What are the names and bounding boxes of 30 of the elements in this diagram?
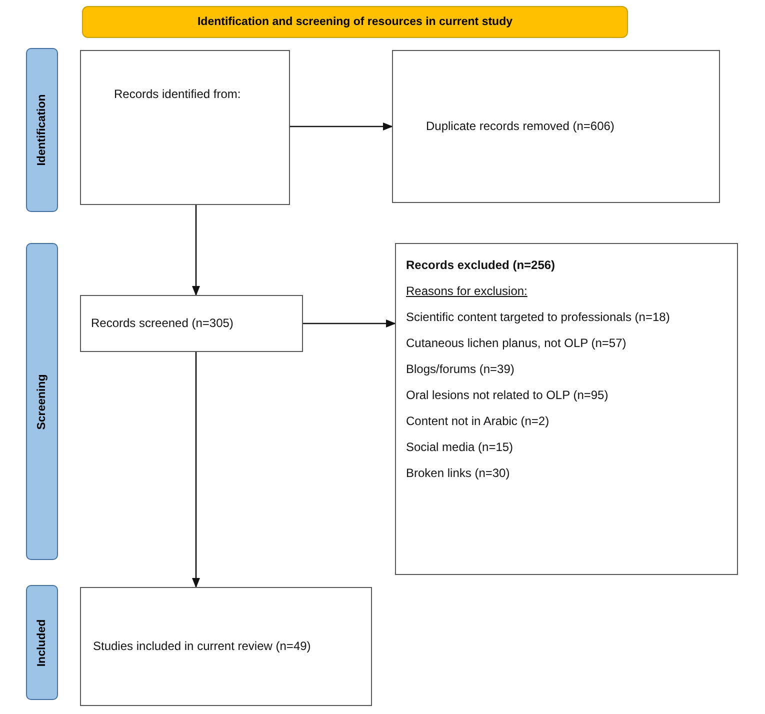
reason-text: Social media (n=15) — [406, 440, 514, 455]
box-text: Duplicate records removed (n=606) — [426, 119, 616, 134]
label-text: Screening — [36, 374, 48, 430]
reason-text: Scientific content targeted to professionals (n=18) — [406, 310, 671, 325]
process-box — [80, 295, 303, 352]
stage-label — [26, 48, 58, 212]
reason-text: Content not in Arabic (n=2) — [406, 414, 550, 429]
process-box — [80, 587, 372, 706]
stage-label — [26, 585, 58, 700]
box-text: Studies included in current review (n=49) — [93, 639, 312, 654]
process-box — [392, 50, 720, 203]
arrow — [192, 205, 200, 296]
arrow — [290, 122, 393, 130]
subheading-text: Reasons for exclusion: — [406, 284, 528, 299]
stage-label — [26, 243, 58, 560]
label-text: Identification and screening of resources in current study — [197, 16, 513, 28]
label-text: Included — [36, 618, 48, 666]
label-text: Identification — [36, 94, 48, 166]
box-text: Records identified from: — [114, 87, 242, 102]
box-text: Records screened (n=305) — [91, 316, 234, 331]
reason-text: Cutaneous lichen planus, not OLP (n=57) — [406, 336, 628, 351]
arrow — [303, 320, 396, 328]
reason-text: Broken links (n=30) — [406, 466, 511, 481]
reason-text: Oral lesions not related to OLP (n=95) — [406, 388, 610, 403]
process-box — [80, 50, 290, 205]
arrow — [192, 352, 200, 588]
process-box — [395, 243, 738, 575]
title-banner — [82, 6, 628, 38]
heading-text: Records excluded (n=256) — [406, 258, 556, 273]
reason-text: Blogs/forums (n=39) — [406, 362, 516, 377]
